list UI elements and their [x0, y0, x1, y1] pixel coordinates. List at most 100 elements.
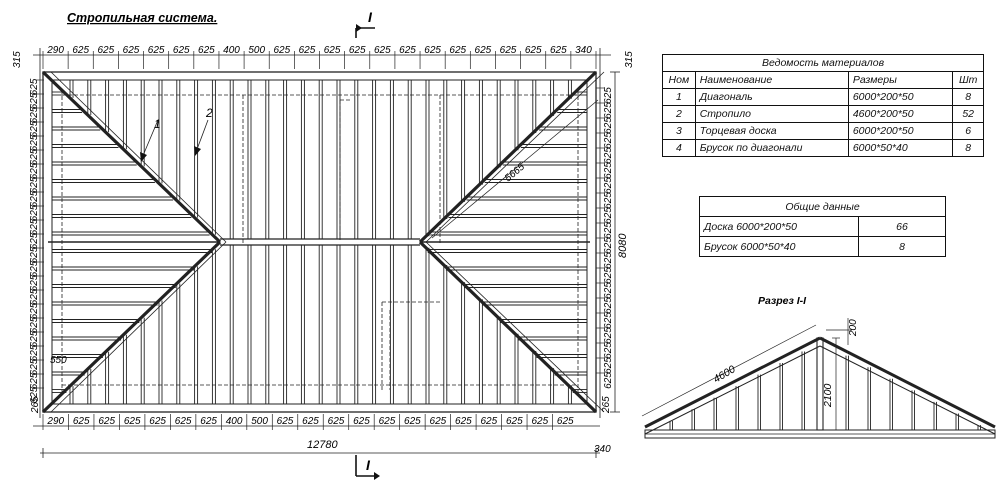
- left-dim-label: 625: [29, 148, 40, 165]
- right-dim-label: 625: [603, 177, 614, 194]
- right-dim-label: 625: [603, 192, 614, 209]
- section-ridge-board: 200: [848, 319, 859, 337]
- totals-table: Общие данные Доска 6000*200*50 66 Брусок…: [699, 196, 946, 257]
- section-mark-top: I: [355, 9, 375, 38]
- right-dim-label: 625: [603, 267, 614, 284]
- left-dim-label: 625: [29, 78, 40, 95]
- section-mark-bottom-label: I: [366, 457, 371, 473]
- left-dim-label: 625: [29, 232, 40, 249]
- bottom-dim-label: 625: [353, 416, 370, 427]
- row-number: 3: [662, 122, 696, 140]
- valley-offset-dim: 550: [50, 355, 67, 366]
- materials-title: Ведомость материалов: [662, 54, 984, 72]
- outer-wall: [42, 71, 597, 413]
- section-title: Разрез I-I: [758, 295, 807, 307]
- header-qty: Шт: [952, 71, 984, 89]
- bottom-dim-label: 625: [200, 416, 217, 427]
- row-number: 2: [662, 105, 696, 123]
- bottom-dim-label: 625: [531, 416, 548, 427]
- bottom-dim-label: 290: [46, 416, 64, 427]
- row-qty: 6: [952, 122, 984, 140]
- row-name: Стропило: [694, 105, 849, 123]
- leader-2: [195, 119, 209, 153]
- hip-rafter-edge: [50, 71, 227, 243]
- row-number: 1: [662, 88, 696, 106]
- header-name: Наименование: [694, 71, 849, 89]
- bottom-dim-label: 625: [98, 416, 115, 427]
- right-dim-label: 625: [603, 252, 614, 269]
- section-ridge-post: [816, 337, 824, 431]
- totals-title-row: Общие данные: [699, 196, 946, 217]
- totals-qty: 8: [858, 236, 946, 257]
- hip-rafter-edge: [50, 241, 227, 413]
- left-dim-label: 625: [29, 288, 40, 305]
- left-dim-label: 625: [29, 218, 40, 235]
- bottom-dim-label: 625: [175, 416, 192, 427]
- overall-length-dim: 12780: [307, 439, 338, 451]
- left-dim-label: 625: [29, 330, 40, 347]
- right-dim-label: 625: [603, 117, 614, 134]
- diagonal-dim-line: [431, 99, 599, 239]
- left-dim-label: 625: [29, 274, 40, 291]
- overall-width-dim: 8080: [617, 233, 629, 258]
- left-dim-label: 625: [29, 386, 40, 403]
- top-dim-label: 625: [424, 45, 441, 56]
- left-dim-label: 625: [29, 134, 40, 151]
- right-dim-label: 625: [603, 327, 614, 344]
- row-name: Торцевая доска: [694, 122, 849, 140]
- top-dim-label: 625: [399, 45, 416, 56]
- top-dim-label: 625: [349, 45, 366, 56]
- right-dim-label: 625: [603, 372, 614, 389]
- right-dim-label: 625: [603, 162, 614, 179]
- section-mark-top-label: I: [368, 9, 373, 25]
- leader-arrow: [194, 146, 201, 156]
- right-dim-label: 625: [603, 237, 614, 254]
- section-dim-rafter: [641, 324, 817, 417]
- table-row: 2 Стропило 4600*200*50 52: [662, 105, 984, 123]
- top-dim-label: 625: [72, 45, 89, 56]
- row-qty: 52: [952, 105, 984, 123]
- top-dim-label: 340: [575, 45, 592, 56]
- section-rafter-right: [819, 336, 996, 429]
- top-dim-label: 290: [46, 45, 64, 56]
- section-height: 2100: [822, 383, 834, 408]
- table-row: 4 Брусок по диагонали 6000*50*40 8: [662, 139, 984, 157]
- top-dim-label: 625: [123, 45, 140, 56]
- top-dim-label: 625: [173, 45, 190, 56]
- materials-title-row: Ведомость материалов: [662, 54, 984, 72]
- hip-rafter-edge: [425, 71, 605, 243]
- left-bottom-dim: 265: [30, 396, 41, 414]
- left-dim-label: 625: [29, 260, 40, 277]
- bottom-dim-label: 625: [430, 416, 447, 427]
- bottom-end-dim: 340: [594, 444, 611, 455]
- section-mark-bottom: I: [355, 455, 380, 480]
- bottom-dim-label: 625: [149, 416, 166, 427]
- right-dim-label: 625: [603, 312, 614, 329]
- right-dim-label: 625: [603, 342, 614, 359]
- right-dim-label: 625: [603, 132, 614, 149]
- drawing-title: Стропильная система.: [67, 11, 217, 25]
- bottom-dim-label: 625: [328, 416, 345, 427]
- top-dim-label: 625: [97, 45, 114, 56]
- hip-rafter: [41, 70, 222, 244]
- bottom-dim-label: 625: [404, 416, 421, 427]
- right-bottom-dim: 265: [601, 396, 612, 414]
- top-dim-label: 625: [324, 45, 341, 56]
- row-size: 6000*200*50: [847, 122, 954, 140]
- row-size: 4600*200*50: [847, 105, 954, 123]
- leader-2-label: 2: [205, 106, 213, 120]
- section-view: [641, 318, 996, 439]
- row-number: 4: [662, 139, 696, 157]
- top-dim-label: 625: [374, 45, 391, 56]
- materials-table: Ведомость материалов Ном Наименование Ра…: [662, 54, 984, 157]
- leader-1-label: 1: [154, 117, 161, 131]
- right-dim-label: 625: [603, 222, 614, 239]
- table-row: 3 Торцевая доска 6000*200*50 6: [662, 122, 984, 140]
- left-dim-label: 625: [29, 204, 40, 221]
- totals-item: Доска 6000*200*50: [699, 216, 859, 237]
- bottom-dim-label: 625: [302, 416, 319, 427]
- top-dim-label: 625: [449, 45, 466, 56]
- row-size: 6000*50*40: [847, 139, 954, 157]
- row-size: 6000*200*50: [847, 88, 954, 106]
